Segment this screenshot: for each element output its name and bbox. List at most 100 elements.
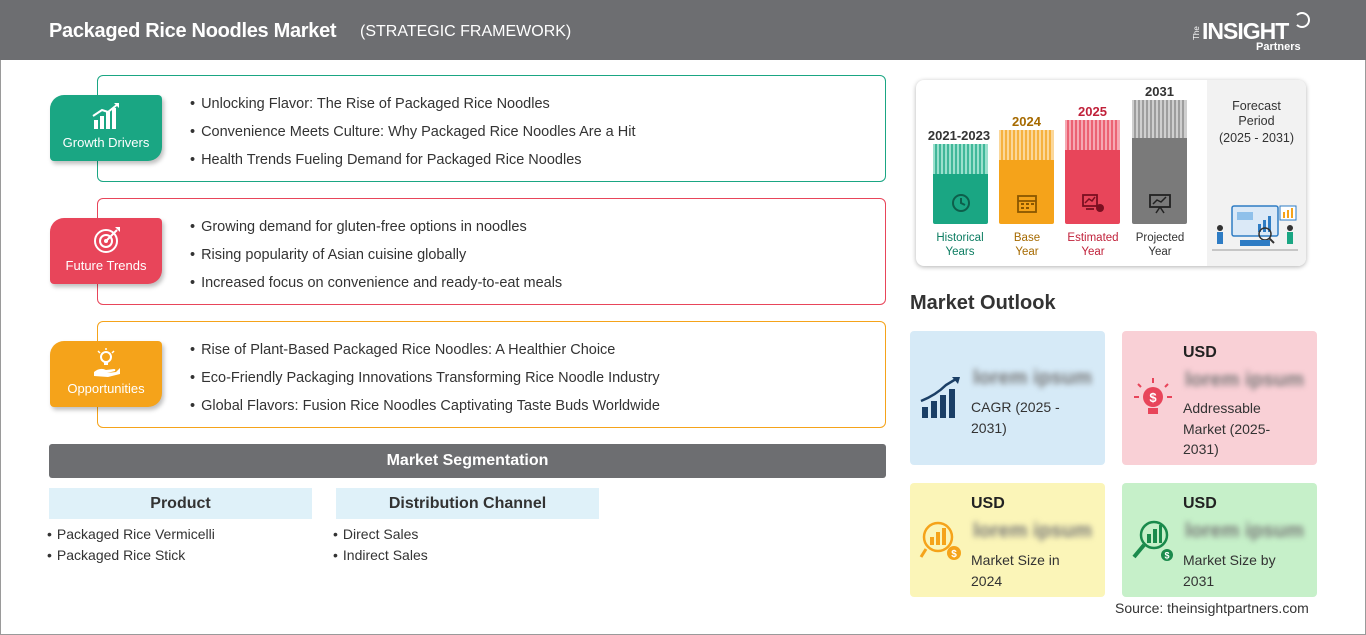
forecast-line: Period — [1238, 114, 1275, 128]
label-line: Years — [945, 246, 975, 258]
list-item: Convenience Meets Culture: Why Packaged … — [190, 123, 635, 151]
size-2024-value: lorem ipsum — [973, 520, 1092, 542]
timeline-label-base: Base Year — [996, 231, 1058, 259]
desc-line: 2031) — [1183, 441, 1219, 457]
timeline-bar-base — [999, 130, 1054, 224]
bar-stripes — [1132, 100, 1187, 138]
forecast-line: (2025 - 2031) — [1218, 131, 1295, 145]
page-subtitle: (STRATEGIC FRAMEWORK) — [360, 23, 572, 40]
addressable-usd: USD — [1183, 344, 1217, 361]
list-item: Rising popularity of Asian cuisine globa… — [190, 246, 562, 274]
desc-line: 2024 — [971, 572, 1003, 589]
bar-stripes — [1065, 120, 1120, 150]
label-line: Base — [1013, 232, 1041, 244]
label-line: Year — [1148, 246, 1172, 258]
outlook-card-addressable: $ USD lorem ipsum Addressable Market (20… — [1122, 331, 1317, 465]
timeline-label-projected: Projected Year — [1126, 231, 1194, 259]
outlook-card-size-2031: $ USD lorem ipsum Market Size by 2031 — [1122, 483, 1317, 597]
bar-stripes — [999, 130, 1054, 160]
page-title: Packaged Rice Noodles Market — [49, 20, 337, 42]
logo-arc-icon — [1294, 12, 1310, 28]
logo-partners: Partners — [1256, 41, 1301, 53]
desc-line: Market (2025- — [1183, 420, 1271, 437]
distribution-segment-list: Direct Sales Indirect Sales — [333, 526, 428, 568]
desc-line: 2031) — [971, 419, 1007, 436]
timeline-bar-estimated — [1065, 120, 1120, 224]
growth-drivers-box: Unlocking Flavor: The Rise of Packaged R… — [97, 75, 886, 182]
forecast-line: Forecast — [1232, 99, 1281, 113]
label-line: Year — [1081, 246, 1105, 258]
outlook-card-cagr: lorem ipsum CAGR (2025 - 2031) — [910, 331, 1105, 465]
badge-label: Future Trends — [65, 258, 147, 273]
desc-line: Market Size by — [1183, 552, 1276, 568]
future-trends-box: Growing demand for gluten-free options i… — [97, 198, 886, 305]
size-2024-usd: USD — [971, 495, 1005, 512]
timeline-label-estimated: Estimated Year — [1058, 231, 1128, 259]
timeline-year-historical: 2021-2023 — [927, 128, 991, 143]
header-bar: Packaged Rice Noodles Market (STRATEGIC … — [0, 0, 1366, 60]
bar-growth-icon — [920, 377, 960, 418]
growth-drivers-badge: Growth Drivers — [50, 95, 162, 161]
opportunities-list: Rise of Plant-Based Packaged Rice Noodle… — [190, 341, 660, 425]
timeline-year-base: 2024 — [1012, 114, 1041, 129]
list-item: Eco-Friendly Packaging Innovations Trans… — [190, 369, 660, 397]
segment-heading-product: Product — [49, 488, 312, 519]
svg-text:$: $ — [951, 549, 957, 560]
svg-text:$: $ — [1149, 390, 1157, 405]
market-outlook-title: Market Outlook — [910, 292, 1056, 314]
estimate-board-icon — [1082, 194, 1104, 212]
size-2031-value: lorem ipsum — [1185, 520, 1304, 542]
source-text: Source: theinsightpartners.com — [1115, 600, 1309, 616]
list-item: Health Trends Fueling Demand for Package… — [190, 151, 635, 179]
logo-insight: INSIGHT — [1202, 18, 1289, 44]
desc-line: 2031 — [1183, 572, 1215, 589]
desc-line: Addressable — [1183, 400, 1261, 416]
segment-heading-distribution: Distribution Channel — [336, 488, 599, 519]
growth-chart-icon — [92, 103, 119, 129]
bar-stripes — [933, 144, 988, 174]
timeline-label-historical: Historical Years — [924, 231, 996, 259]
growth-drivers-list: Unlocking Flavor: The Rise of Packaged R… — [190, 95, 635, 179]
list-item: Unlocking Flavor: The Rise of Packaged R… — [190, 95, 635, 123]
cagr-value: lorem ipsum — [973, 367, 1092, 389]
history-clock-icon — [952, 194, 970, 212]
insight-partners-logo: The INSIGHT Partners — [1190, 10, 1310, 54]
timeline-bar-projected — [1132, 100, 1187, 224]
logo-the: The — [1192, 26, 1201, 40]
cagr-description: CAGR (2025 - 2031) — [971, 397, 1060, 438]
future-trends-list: Growing demand for gluten-free options i… — [190, 218, 562, 302]
badge-label: Opportunities — [67, 381, 145, 396]
presentation-board-icon — [1149, 194, 1171, 214]
target-icon — [94, 227, 120, 253]
lightbulb-hand-icon — [94, 348, 120, 377]
size-2031-description: Market Size by 2031 — [1183, 550, 1276, 591]
calendar-icon — [1017, 195, 1037, 213]
svg-text:$: $ — [1164, 551, 1169, 561]
coin-chart-icon: $ — [919, 521, 961, 560]
label-line: Estimated — [1067, 232, 1119, 244]
list-item: Packaged Rice Vermicelli — [47, 526, 215, 547]
market-segmentation-bar: Market Segmentation — [49, 444, 886, 478]
list-item: Packaged Rice Stick — [47, 547, 215, 568]
size-2031-usd: USD — [1183, 495, 1217, 512]
forecast-period-text: Forecast Period (2025 - 2031) — [1207, 99, 1306, 146]
label-line: Year — [1015, 246, 1039, 258]
label-line: Historical — [936, 232, 984, 244]
size-2024-description: Market Size in 2024 — [971, 550, 1060, 591]
list-item: Rise of Plant-Based Packaged Rice Noodle… — [190, 341, 660, 369]
product-segment-list: Packaged Rice Vermicelli Packaged Rice S… — [47, 526, 215, 568]
addressable-value: lorem ipsum — [1185, 369, 1304, 391]
dollar-bulb-icon: $ — [1134, 378, 1172, 414]
analyst-illustration-icon — [1212, 205, 1298, 251]
label-line: Projected — [1135, 232, 1185, 244]
list-item: Direct Sales — [333, 526, 428, 547]
list-item: Growing demand for gluten-free options i… — [190, 218, 562, 246]
future-trends-badge: Future Trends — [50, 218, 162, 284]
list-item: Global Flavors: Fusion Rice Noodles Capt… — [190, 397, 660, 425]
badge-label: Growth Drivers — [62, 135, 150, 150]
timeline-year-projected: 2031 — [1145, 84, 1174, 99]
list-item: Indirect Sales — [333, 547, 428, 568]
opportunities-box: Rise of Plant-Based Packaged Rice Noodle… — [97, 321, 886, 428]
desc-line: Market Size in — [971, 552, 1060, 568]
list-item: Increased focus on convenience and ready… — [190, 274, 562, 302]
